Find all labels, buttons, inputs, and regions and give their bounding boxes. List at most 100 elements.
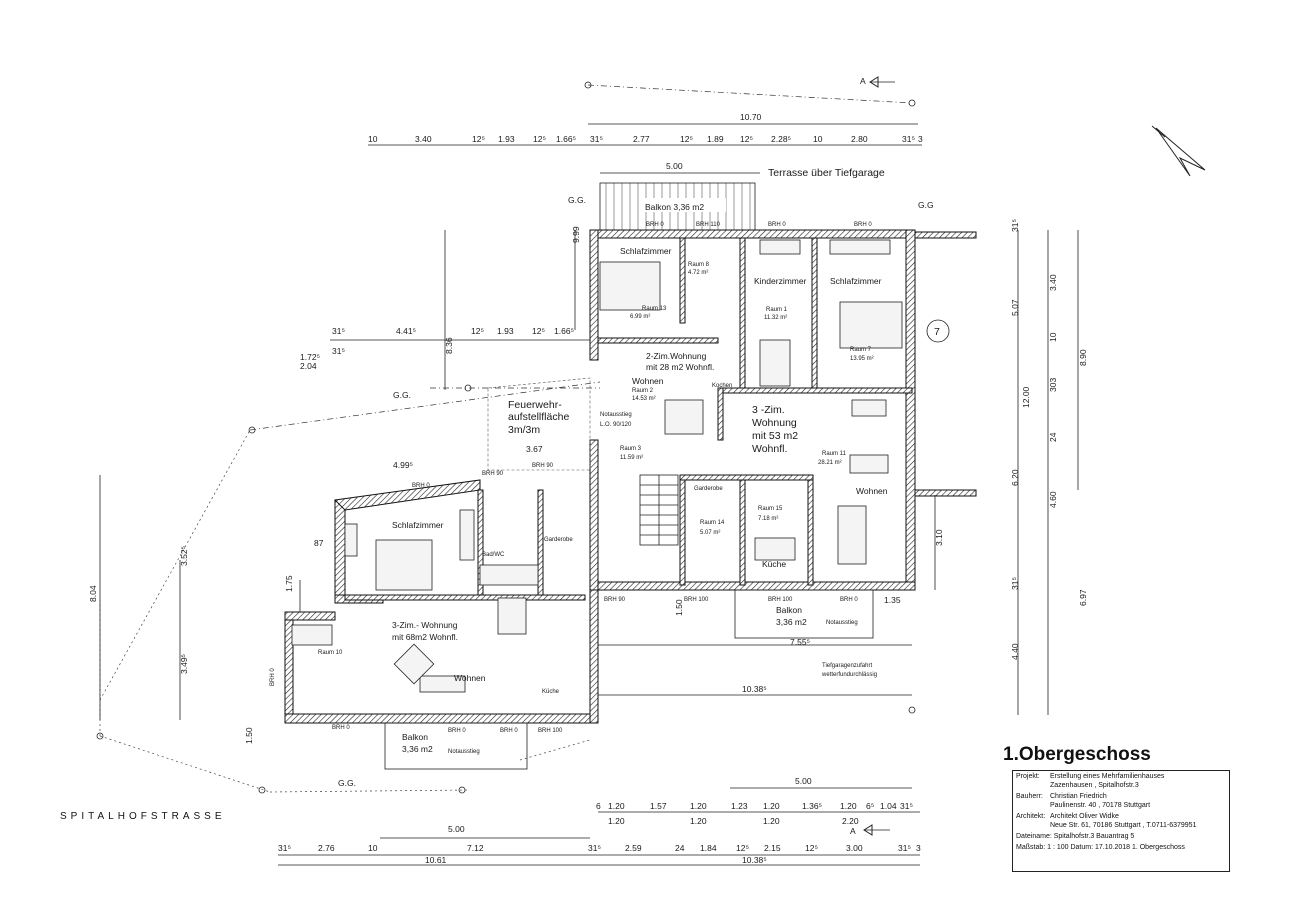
room-kueche-right: Küche — [762, 559, 786, 569]
dim-bl-10: 12⁵ — [805, 843, 818, 853]
dim-bl-6: 24 — [675, 843, 685, 853]
dim-1-35: 1.35 — [884, 595, 901, 605]
brh0-bottom-3: BRH 0 — [500, 728, 518, 734]
apt3-name-1: 3 -Zim. — [752, 404, 785, 416]
brh0-mid: BRH 0 — [412, 483, 430, 489]
brh0-top-3: BRH 0 — [854, 222, 872, 228]
dim-bl-3: 7.12 — [467, 843, 484, 853]
dim-b-8: 6⁵ — [866, 801, 874, 811]
top-dimension-text: 10.70 5.00 10 3.40 12⁵ 1.93 12⁵ 1.66⁵ 31… — [300, 112, 923, 371]
section-a-bottom: A — [850, 826, 856, 836]
title-row-bauherr: Bauherr: Christian Friedrich Paulinenstr… — [1013, 791, 1229, 811]
balcony-left-label: Balkon — [402, 732, 428, 742]
dim-b-9: 1.04 — [880, 801, 897, 811]
title-row-projekt: Projekt: Erstellung eines Mehrfamilienha… — [1013, 771, 1229, 791]
room-wohnen-left: Wohnen — [454, 673, 486, 683]
dim-left-c: 2.04 — [300, 361, 317, 371]
dim-8-04: 8.04 — [88, 585, 98, 602]
raum3-area: 11.59 m² — [620, 455, 643, 461]
dim-r1-2: 12⁵ — [472, 134, 485, 144]
dim-3-67: 3.67 — [526, 444, 543, 454]
dim-b-0: 6 — [596, 801, 601, 811]
raum7-area: 13.95 m² — [850, 356, 874, 362]
dim-mid-2: 12⁵ — [471, 326, 484, 336]
dim-b-10: 31⁵ — [900, 801, 913, 811]
dim-bl-13: 3 — [916, 843, 921, 853]
dim-r-8-90: 8.90 — [1078, 349, 1088, 366]
vertical-dimension-text: 9.99 8.36 3.67 4.99⁵ 87 1.75 3.52⁵ 8.04 … — [88, 226, 944, 744]
dim-bl-1: 2.76 — [318, 843, 335, 853]
raum13: Raum 13 — [642, 306, 667, 312]
room-garderobe-left: Garderobe — [544, 537, 573, 543]
raum1: Raum 1 — [766, 307, 788, 313]
balcony-right-area: 3,36 m2 — [776, 617, 807, 627]
dim-7-55: 7.55⁵ — [790, 637, 810, 647]
dim-bl-10-38: 10.38⁵ — [742, 855, 767, 865]
dim-b2-3: 2.20 — [842, 816, 859, 826]
apt3-name-3: mit 53 m2 — [752, 430, 798, 442]
raum3: Raum 3 — [620, 446, 642, 452]
marker-7: 7 — [926, 319, 950, 343]
bottom-dimension-text: 5.00 6 1.20 1.57 1.20 1.23 1.20 1.36⁵ 1.… — [278, 776, 921, 865]
room-badwc: Bad/WC — [482, 552, 505, 558]
brh110-top: BRH 110 — [696, 222, 721, 228]
right-dimension-lines — [934, 230, 1079, 715]
brh100-bottom-left: BRH 100 — [538, 728, 563, 734]
dim-left-a: 1.72⁵ — [300, 352, 320, 362]
section-arrow-bottom-icon — [863, 824, 890, 836]
dim-r-4-40: 4.40 — [1010, 643, 1020, 660]
balcony-left-area: 3,36 m2 — [402, 744, 433, 754]
title-val-projekt: Erstellung eines Mehrfamilienhauses Zaze… — [1050, 772, 1226, 790]
balcony-right-label: Balkon — [776, 605, 802, 615]
dim-bl-4: 31⁵ — [588, 843, 601, 853]
gg-top-left: G.G. — [568, 195, 586, 205]
raum7: Raum 7 — [850, 347, 872, 353]
dim-1-75: 1.75 — [284, 575, 294, 592]
projekt-line-2: Zazenhausen , Spitalhofstr.3 — [1050, 782, 1139, 789]
room-wohnen-top: Wohnen — [632, 376, 664, 386]
dim-r1-8: 12⁵ — [680, 134, 693, 144]
brh0-bottom-2: BRH 0 — [448, 728, 466, 734]
title-block: Projekt: Erstellung eines Mehrfamilienha… — [1012, 770, 1230, 872]
gg-bottom: G.G. — [338, 778, 356, 788]
raum2-area: 14.53 m² — [632, 396, 656, 402]
raum1-area: 11.32 m² — [764, 315, 787, 321]
brh90-mid: BRH 90 — [482, 471, 504, 477]
dim-mid-4: 12⁵ — [532, 326, 545, 336]
dim-r-24: 24 — [1048, 432, 1058, 442]
dim-mid-0: 31⁵ — [332, 326, 345, 336]
dim-r1-15: 3 — [918, 134, 923, 144]
raum10: Raum 10 — [318, 650, 343, 656]
room-schlafzimmer-left: Schlafzimmer — [392, 520, 444, 530]
raum11: Raum 11 — [822, 451, 847, 457]
dim-bl-5-00: 5.00 — [448, 824, 465, 834]
furniture — [291, 239, 903, 693]
raum8-area: 4.72 m² — [688, 270, 708, 276]
dim-bl-7: 1.84 — [700, 843, 717, 853]
dim-b-2: 1.57 — [650, 801, 667, 811]
sheet-title: 1.Obergeschoss — [1003, 744, 1151, 765]
gg-left: G.G. — [393, 390, 411, 400]
dim-mid-3: 1.93 — [497, 326, 514, 336]
dim-mid-1: 4.41⁵ — [396, 326, 416, 336]
dim-3-52: 3.52⁵ — [179, 546, 189, 566]
brh90-bottom: BRH 90 — [604, 597, 626, 603]
raum11-area: 28.21 m² — [818, 460, 842, 466]
dim-10-38-mid: 10.38⁵ — [742, 684, 767, 694]
raum14-area: 5.07 m² — [700, 530, 720, 536]
raum14: Raum 14 — [700, 520, 725, 526]
room-schlafzimmer-top: Schlafzimmer — [620, 246, 672, 256]
gg-top-right: G.G — [918, 200, 934, 210]
brh0-bottom-1: BRH 0 — [840, 597, 858, 603]
dim-bl-9: 2.15 — [764, 843, 781, 853]
brh100-bottom-1: BRH 100 — [684, 597, 709, 603]
dim-r1-9: 1.89 — [707, 134, 724, 144]
room-garderobe-right: Garderobe — [694, 486, 723, 492]
notausstieg-right: Notausstieg — [826, 620, 858, 626]
top-dimension-lines — [249, 84, 922, 431]
dim-r1-5: 1.66⁵ — [556, 134, 576, 144]
brh0-top-2: BRH 0 — [768, 222, 786, 228]
dim-r-31-bottom: 31⁵ — [1010, 577, 1020, 590]
architekt-line-2: Neue Str. 61, 70186 Stuttgart , T.0711-6… — [1050, 822, 1197, 829]
balcony-bottom-left — [384, 722, 528, 770]
